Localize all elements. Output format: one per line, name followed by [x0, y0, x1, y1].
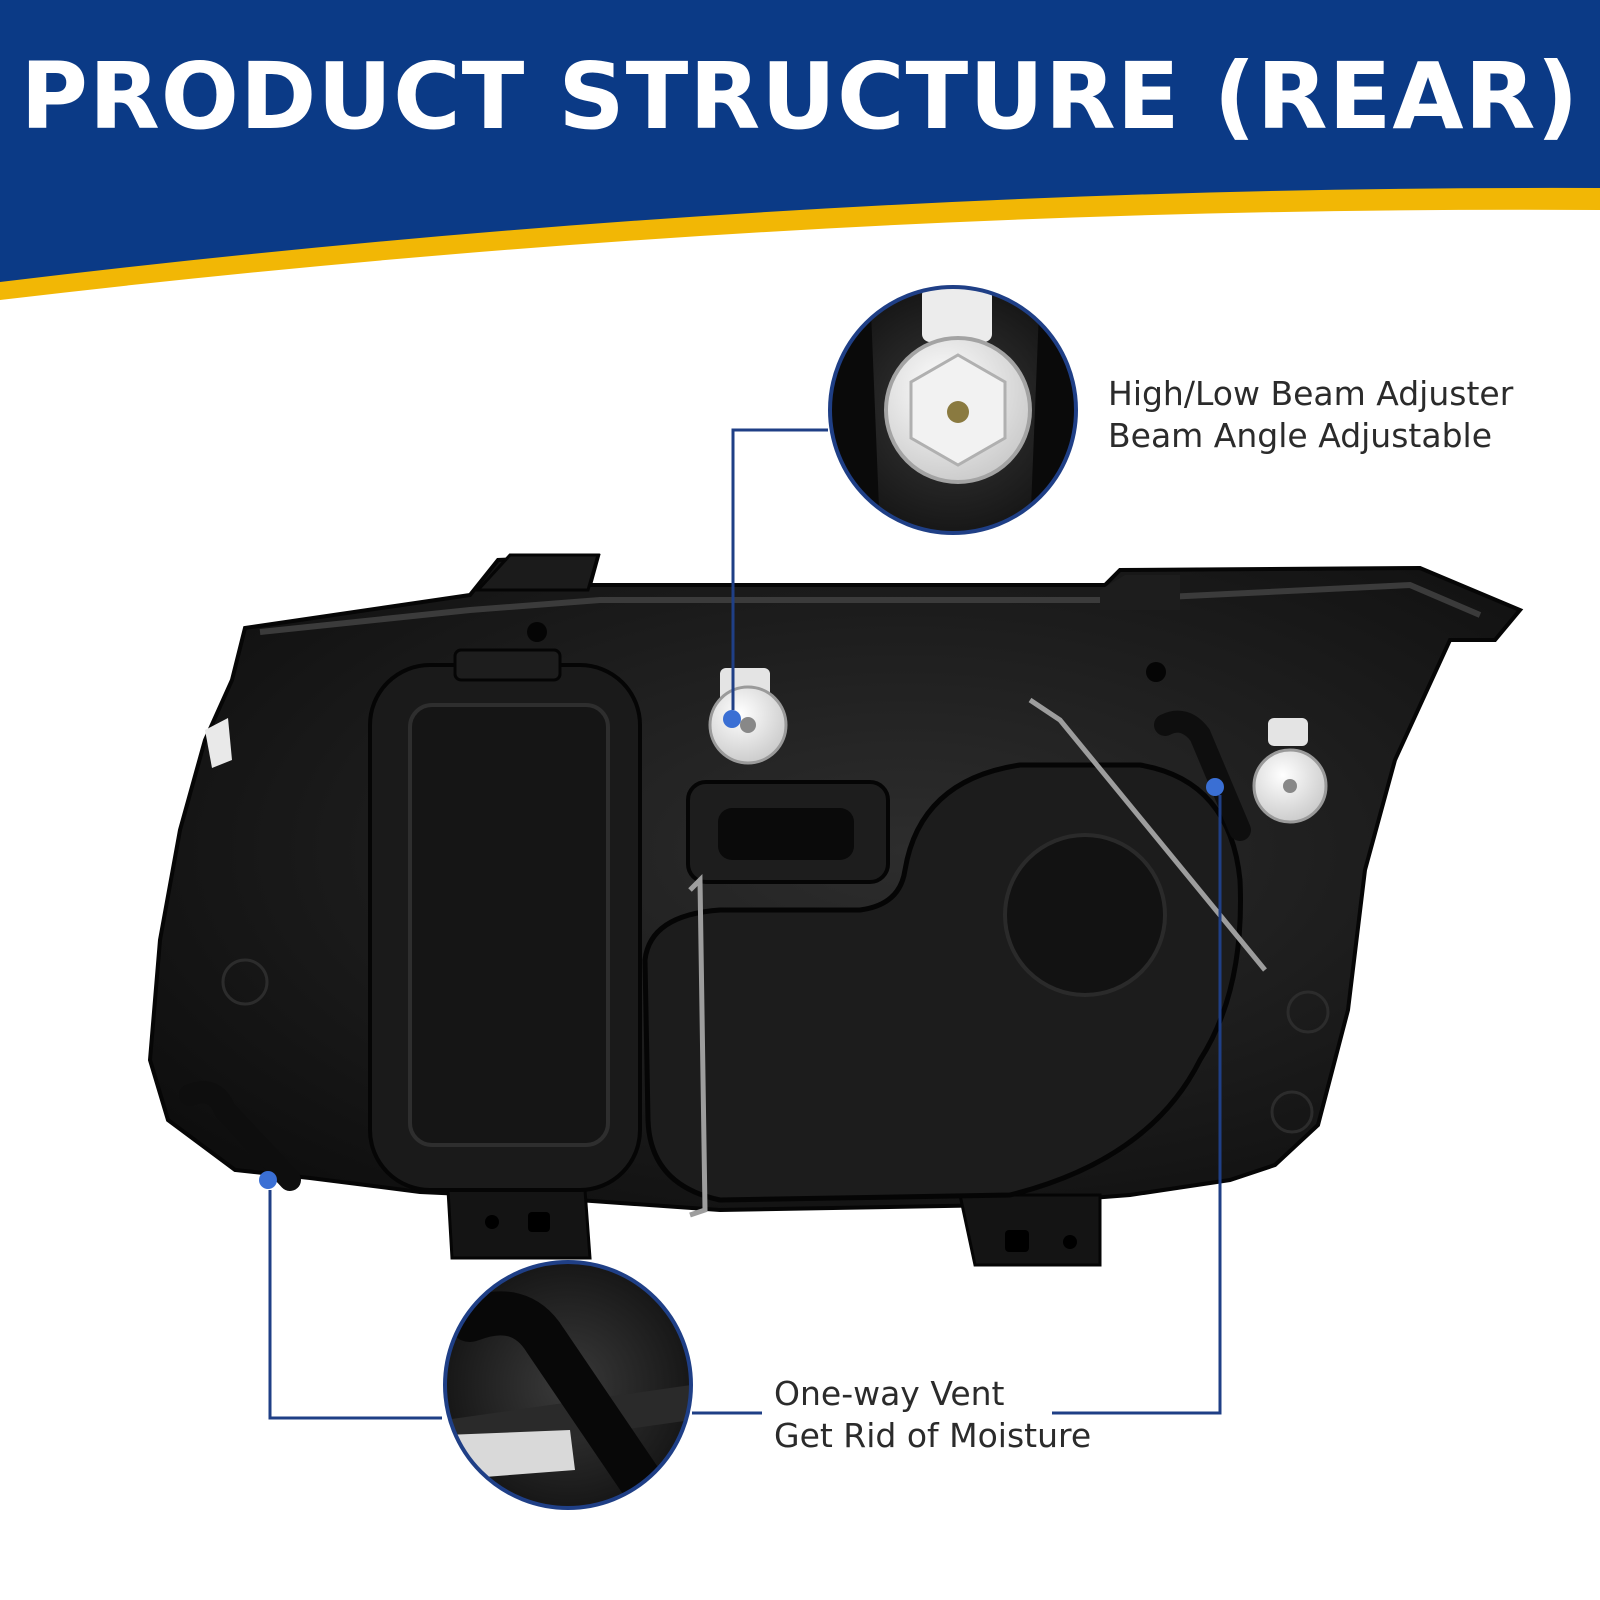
marker-adjuster	[723, 710, 741, 728]
adjuster-knob-side	[1252, 718, 1328, 824]
callout-leader-lines	[268, 428, 1222, 1420]
vent-tube-right	[1154, 710, 1251, 841]
page-title: PRODUCT STRUCTURE (REAR)	[20, 43, 1580, 150]
right-bulb-cover	[642, 697, 1267, 1218]
vent-zoom-inset	[443, 1260, 693, 1510]
vent-callout-line1: One-way Vent	[774, 1374, 1005, 1413]
vent-callout-line2: Get Rid of Moisture	[774, 1416, 1092, 1455]
adjuster-callout-line2: Beam Angle Adjustable	[1108, 416, 1492, 455]
vent-callout: One-way Vent Get Rid of Moisture	[774, 1373, 1091, 1457]
marker-vent-left	[259, 1171, 277, 1189]
banner-blue-band	[0, 0, 1600, 282]
adjuster-zoom-inset	[828, 285, 1078, 535]
vent-tube-left	[179, 1081, 301, 1191]
adjuster-callout-line1: High/Low Beam Adjuster	[1108, 374, 1514, 413]
wiring-connector	[686, 780, 890, 884]
marker-vent-right	[1206, 778, 1224, 796]
left-dust-cover	[368, 648, 642, 1192]
adjuster-callout: High/Low Beam Adjuster Beam Angle Adjust…	[1108, 373, 1513, 457]
